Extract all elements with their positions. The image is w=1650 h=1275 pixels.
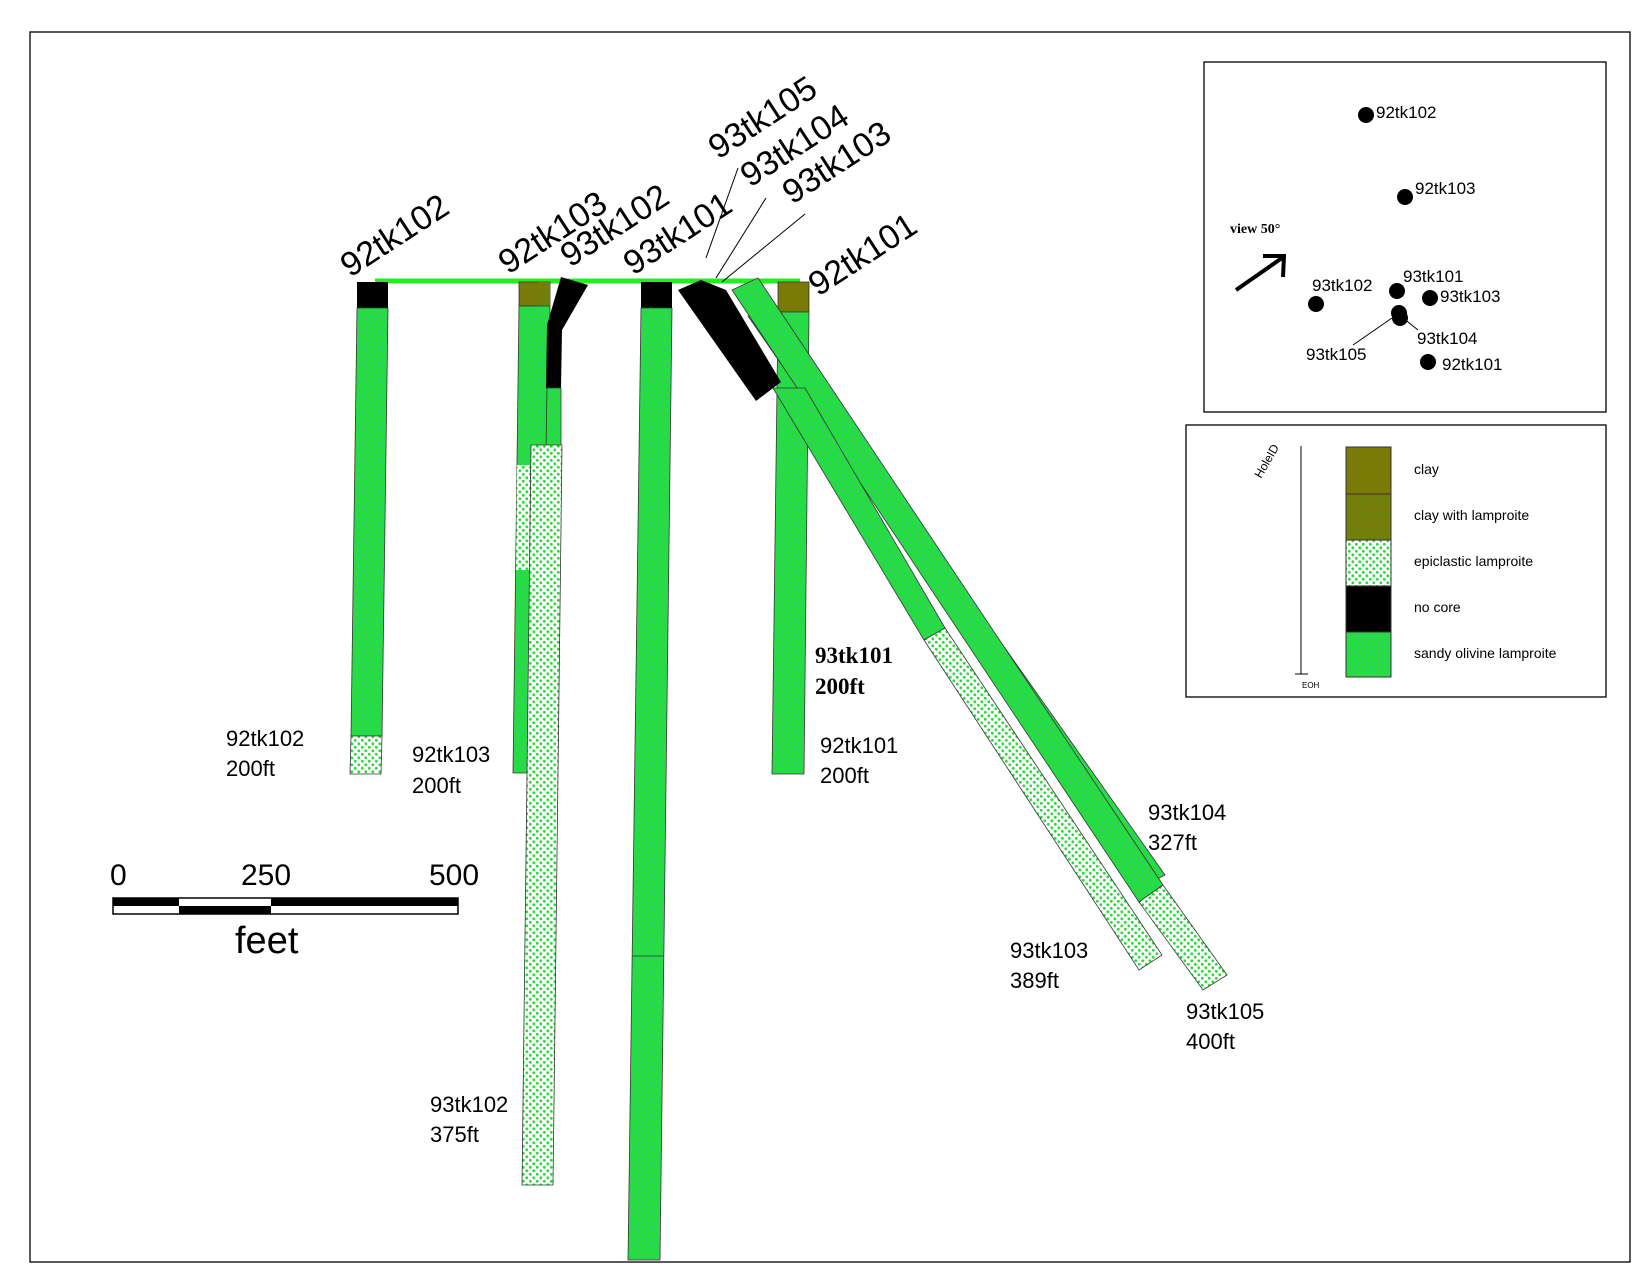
map-point-93tk101 (1389, 283, 1405, 299)
svg-text:327ft: 327ft (1148, 830, 1197, 855)
depth-label-93tk104: 93tk104 327ft (1148, 800, 1226, 855)
drillhole-93tk103 (772, 387, 1163, 971)
map-point-93tk103 (1422, 290, 1438, 306)
map-point-92tk101 (1420, 354, 1436, 370)
svg-text:93tk105: 93tk105 (1186, 999, 1264, 1024)
map-point-92tk102 (1358, 107, 1374, 123)
legend-label-clay: clay (1414, 461, 1439, 477)
inset-location-map: view 50° 92tk102 92tk103 93tk102 93tk101… (1203, 61, 1607, 413)
legend: HoleID EOH clay clay with lamproite epic… (1185, 424, 1607, 698)
svg-text:200ft: 200ft (226, 756, 275, 781)
svg-text:93tk103: 93tk103 (1440, 287, 1501, 306)
svg-text:92tk102: 92tk102 (226, 726, 304, 751)
legend-swatch-clay (1345, 446, 1392, 495)
svg-text:93tk104: 93tk104 (1148, 800, 1226, 825)
leader-93tk105 (705, 167, 739, 259)
map-point-93tk105 (1392, 310, 1408, 326)
svg-text:93tk101: 93tk101 (1403, 267, 1464, 286)
map-point-92tk103 (1397, 189, 1413, 205)
view-direction-label: view 50° (1230, 222, 1280, 237)
svg-text:92tk102: 92tk102 (1376, 103, 1437, 122)
legend-label-sandy-olivine-lamproite: sandy olivine lamproite (1414, 645, 1557, 661)
svg-text:93tk104: 93tk104 (1417, 329, 1478, 348)
svg-text:375ft: 375ft (430, 1122, 479, 1147)
collar-label-92tk102: 92tk102 (334, 187, 456, 285)
legend-eoh-label: EOH (1302, 681, 1320, 690)
no-core-block-inclined (678, 280, 781, 401)
drillhole-92tk102 (349, 282, 389, 775)
legend-label-clay-with-lamproite: clay with lamproite (1414, 507, 1529, 523)
map-frame (29, 31, 1631, 1263)
svg-text:400ft: 400ft (1186, 1029, 1235, 1054)
drillhole-93tk105 (731, 277, 1228, 991)
drillhole-93tk102 (521, 277, 588, 1186)
svg-text:389ft: 389ft (1010, 968, 1059, 993)
depth-label-92tk102: 92tk102 200ft (226, 726, 304, 781)
svg-text:93tk101: 93tk101 (815, 643, 893, 668)
depth-label-93tk101: 93tk101 200ft (815, 643, 893, 699)
svg-text:93tk105: 93tk105 (1306, 345, 1367, 364)
scale-tick-250: 250 (241, 859, 291, 892)
leader-93tk103 (721, 213, 806, 283)
svg-text:93tk102: 93tk102 (430, 1092, 508, 1117)
drillhole-93tk101 (627, 282, 673, 1261)
svg-text:92tk101: 92tk101 (820, 733, 898, 758)
scale-unit-label: feet (235, 920, 299, 962)
svg-text:93tk102: 93tk102 (1312, 276, 1373, 295)
legend-label-no-core: no core (1414, 599, 1461, 615)
leader-93tk104 (715, 197, 767, 279)
depth-label-92tk103: 92tk103 200ft (412, 742, 490, 798)
legend-label-epiclastic-lamproite: epiclastic lamproite (1414, 553, 1533, 569)
depth-label-92tk101: 92tk101 200ft (820, 733, 898, 788)
svg-text:200ft: 200ft (815, 674, 865, 699)
legend-swatch-no-core (1345, 585, 1392, 633)
svg-text:92tk103: 92tk103 (1415, 179, 1476, 198)
view-direction-arrow-icon (1234, 254, 1287, 292)
legend-swatch-clay-with-lamproite (1345, 493, 1392, 541)
svg-text:92tk101: 92tk101 (1442, 355, 1503, 374)
svg-text:93tk103: 93tk103 (1010, 938, 1088, 963)
depth-label-93tk102: 93tk102 375ft (430, 1092, 508, 1147)
scale-bar: 0 250 500 feet (110, 859, 479, 962)
legend-swatch-epiclastic-lamproite (1345, 539, 1392, 587)
depth-label-93tk105: 93tk105 400ft (1186, 999, 1264, 1054)
map-point-93tk102 (1308, 296, 1324, 312)
legend-swatch-sandy-olivine-lamproite (1345, 631, 1392, 678)
scale-tick-500: 500 (429, 859, 479, 892)
depth-label-93tk103: 93tk103 389ft (1010, 938, 1088, 993)
svg-text:92tk103: 92tk103 (412, 742, 490, 767)
collar-label-92tk101: 92tk101 (802, 206, 924, 304)
svg-text:200ft: 200ft (820, 763, 869, 788)
svg-text:200ft: 200ft (412, 773, 461, 798)
scale-tick-0: 0 (110, 859, 127, 892)
